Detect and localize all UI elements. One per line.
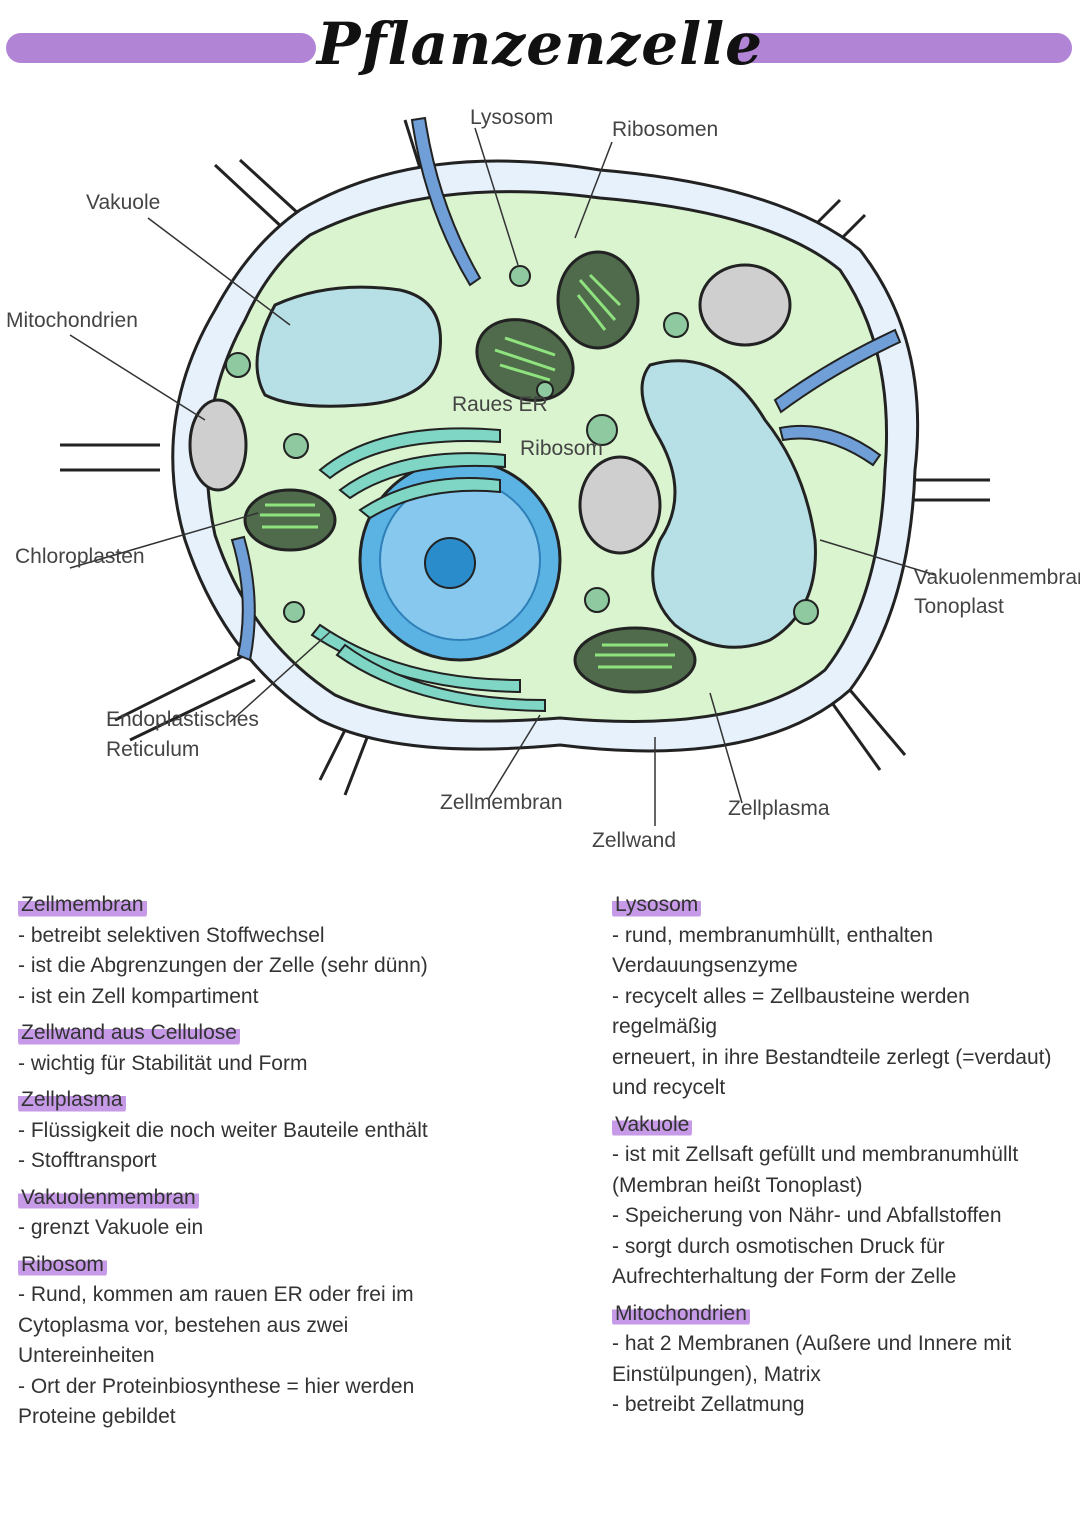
label-mitochondrien: Mitochondrien (6, 309, 138, 332)
note-zellmembran: Zellmembran - betreibt selektiven Stoffw… (18, 890, 538, 1012)
note-ribosom: Ribosom - Rund, kommen am rauen ER oder … (18, 1249, 538, 1433)
notes-left: Zellmembran - betreibt selektiven Stoffw… (18, 890, 538, 1439)
label-zellwand: Zellwand (592, 829, 677, 852)
label-vakuolenmembran-1: Vakuolenmembran/ (914, 566, 1080, 589)
leader-lines (69, 127, 936, 826)
label-ribosom: Ribosom (520, 437, 603, 460)
notes-right: Lysosom - rund, membranumhüllt, enthalte… (612, 890, 1072, 1427)
nucleolus (424, 537, 476, 589)
note-zellwand: Zellwand aus Cellulose - wichtig für Sta… (18, 1018, 538, 1079)
vacuole-small (255, 285, 442, 408)
label-ribosomen: Ribosomen (612, 118, 719, 141)
label-lysosom: Lysosom (470, 106, 554, 129)
label-raues-er: Raues ER (452, 393, 548, 416)
label-zellplasma: Zellplasma (728, 797, 830, 820)
label-zellmembran: Zellmembran (440, 791, 563, 814)
plant-cell-diagram (60, 116, 990, 826)
vacuole-large (640, 359, 817, 649)
label-vakuole: Vakuole (86, 191, 161, 214)
plasmodesmata (230, 116, 902, 662)
page-title: Pflanzenzelle (316, 10, 764, 78)
note-zellplasma: Zellplasma - Flüssigkeit die noch weiter… (18, 1085, 538, 1177)
title-accent-bar-left (6, 33, 316, 63)
title-accent-bar-right (730, 33, 1072, 63)
note-vakuolenmembran: Vakuolenmembran - grenzt Vakuole ein (18, 1182, 538, 1244)
mitochondria (188, 263, 792, 555)
smooth-er (310, 623, 546, 713)
label-vakuolenmembran-2: Tonoplast (914, 595, 1004, 618)
label-chloroplasten: Chloroplasten (15, 545, 145, 568)
rough-er (318, 427, 506, 520)
vesicles (225, 265, 819, 625)
note-lysosom: Lysosom - rund, membranumhüllt, enthalte… (612, 890, 1072, 1104)
note-vakuole: Vakuole - ist mit Zellsaft gefüllt und m… (612, 1109, 1072, 1293)
label-er-1: Endoplastisches (106, 708, 259, 731)
label-er-2: Reticulum (106, 738, 200, 761)
note-mitochondrien: Mitochondrien - hat 2 Membranen (Außere … (612, 1298, 1072, 1421)
